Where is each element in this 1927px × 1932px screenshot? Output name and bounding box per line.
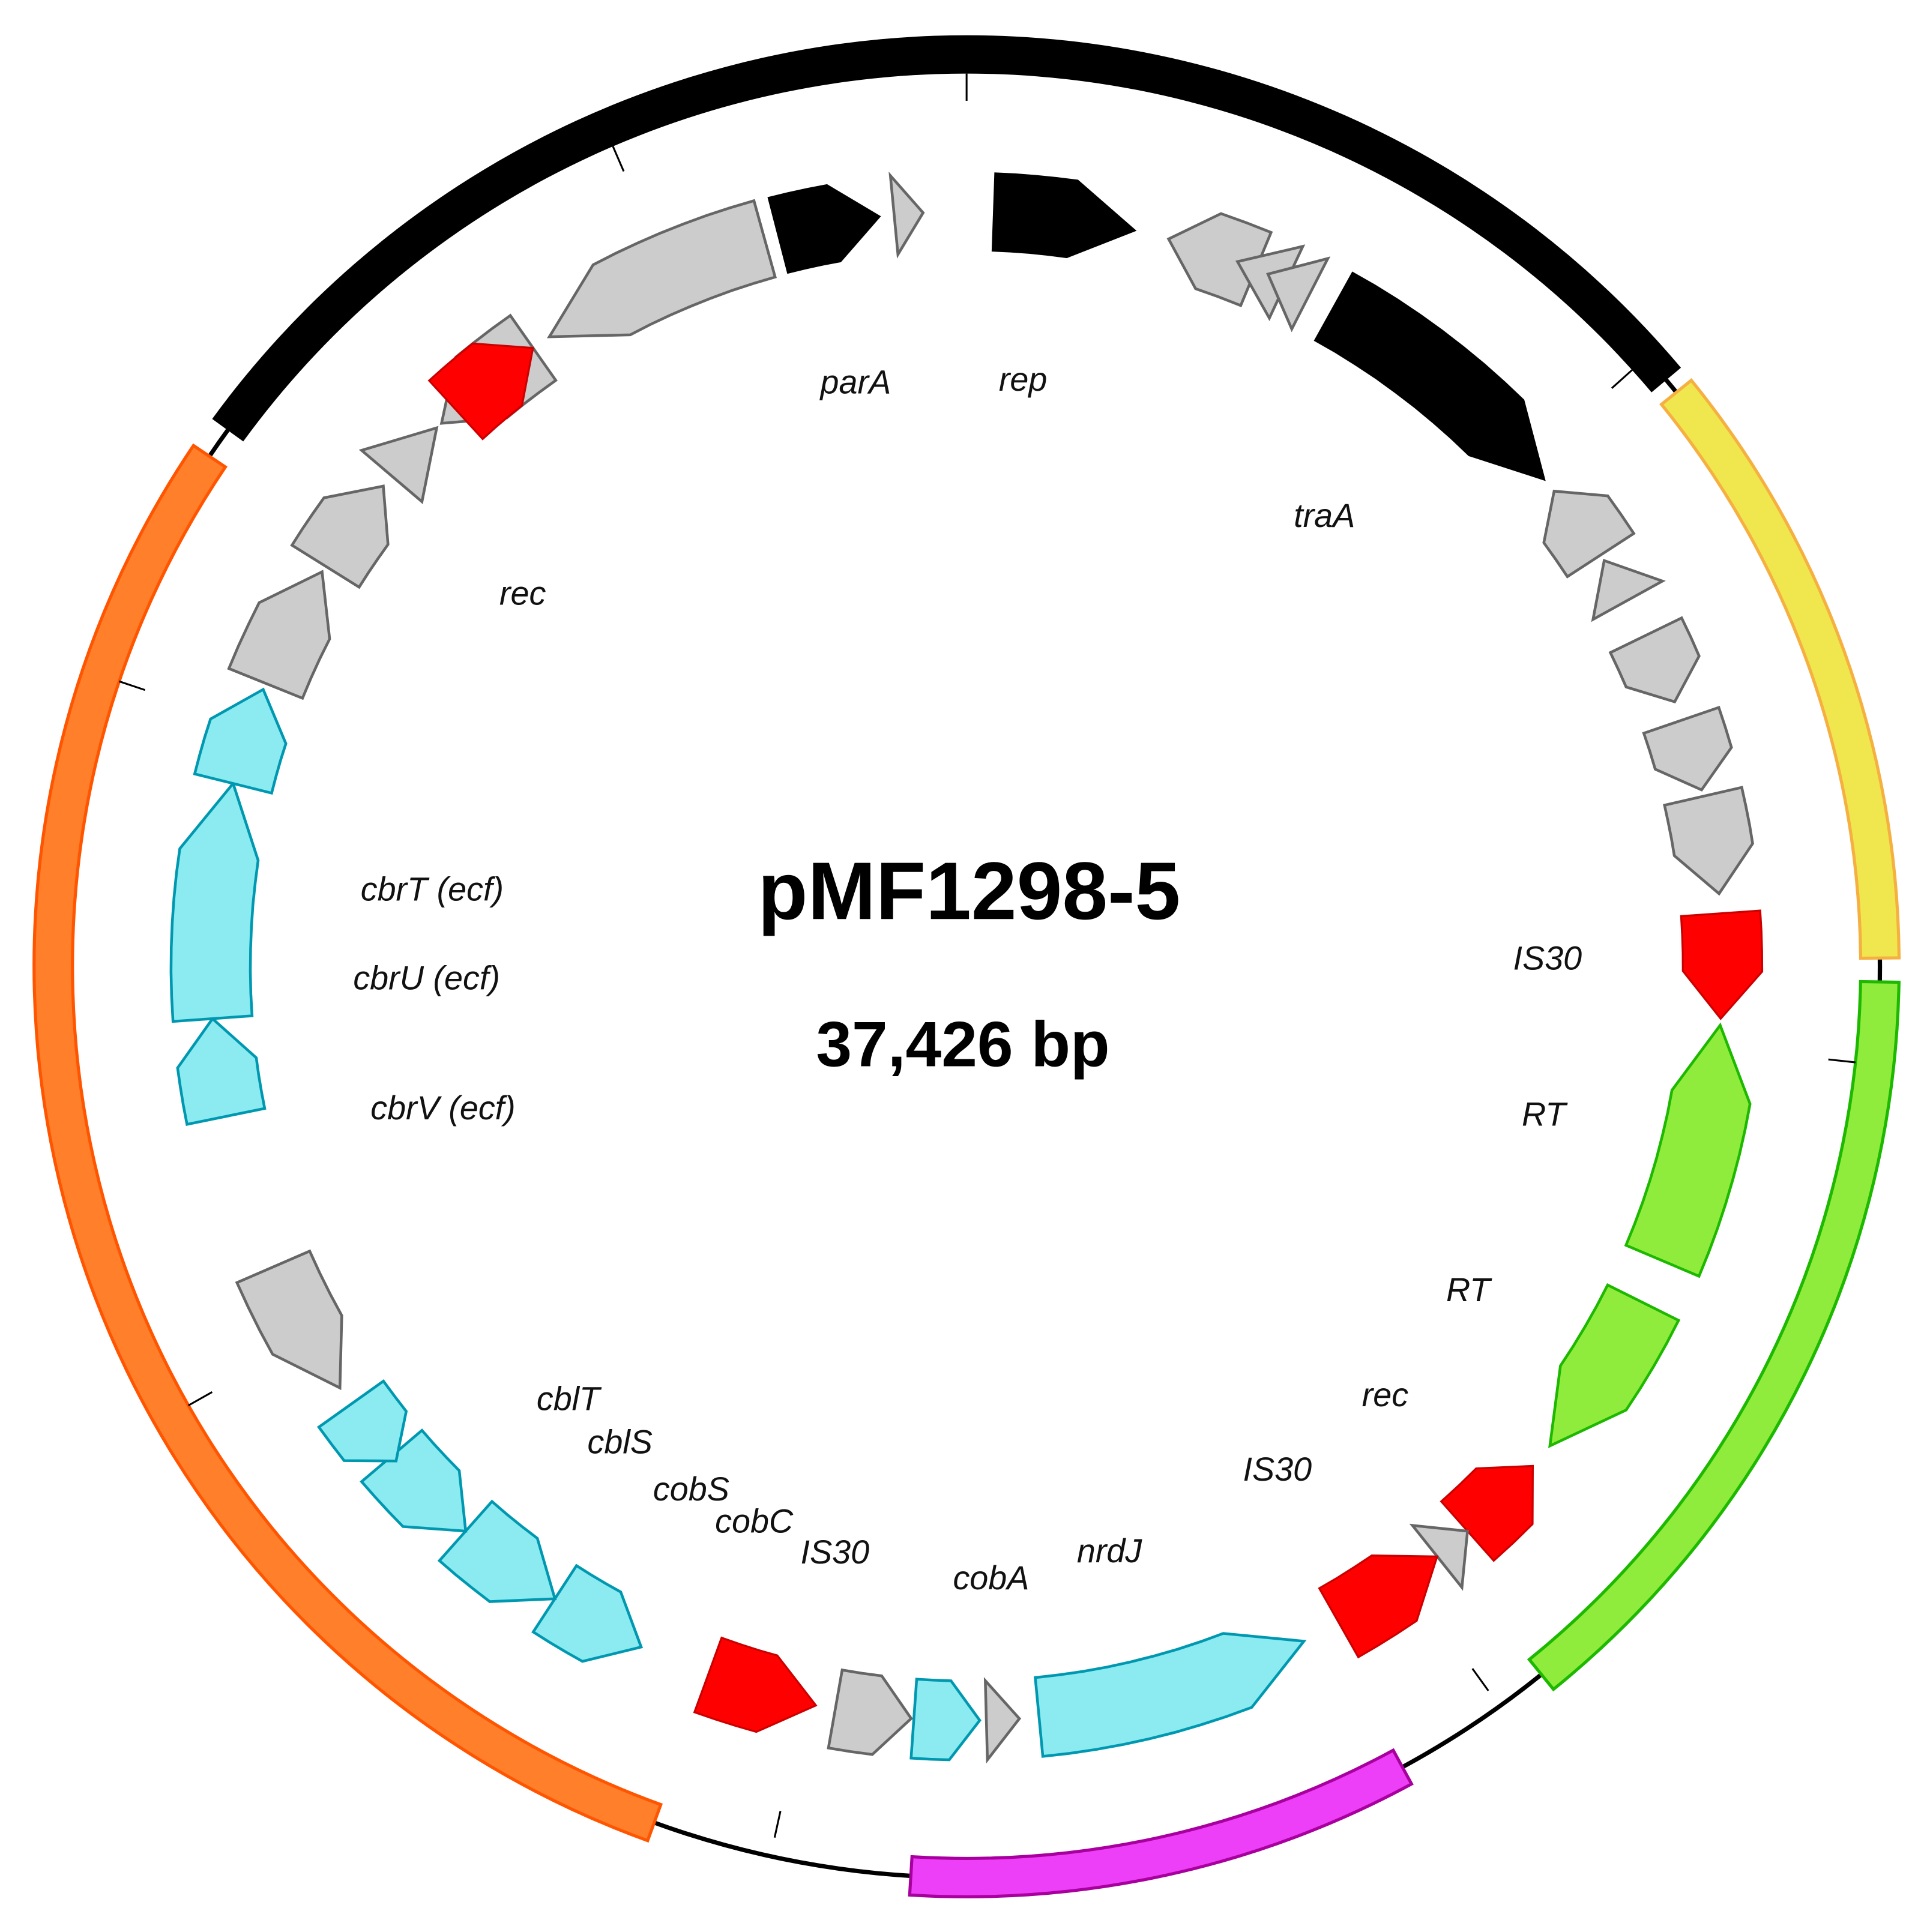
magenta-region — [908, 1748, 1414, 1898]
plasmid-size: 37,426 bp — [816, 1008, 1109, 1080]
gene-label: traA — [1294, 497, 1355, 534]
gene-rt-arrow — [1624, 1022, 1752, 1278]
gene-cblt-arrow — [316, 1379, 408, 1463]
gene-nrdj-arrow — [1034, 1632, 1307, 1758]
yellow-region — [1659, 378, 1901, 960]
gene-hypothetical-arrow — [547, 199, 777, 339]
gene-cbls-arrow — [360, 1428, 468, 1533]
gene-label: parA — [819, 363, 891, 400]
gene-label: IS30 — [1513, 940, 1582, 977]
gene-hypothetical-arrow — [235, 1249, 343, 1391]
gene-hypothetical-arrow — [827, 1668, 913, 1756]
scale-tick — [612, 146, 625, 172]
outer-ring-segments — [32, 35, 1901, 1898]
gene-label: IS30 — [801, 1533, 870, 1571]
gene-label: cobS — [653, 1470, 729, 1508]
gene-hypothetical-arrow — [888, 171, 925, 259]
gene-hypothetical-arrow — [1608, 616, 1701, 704]
gene-label: cbrU (ecf) — [353, 960, 500, 997]
gene-is30-arrow — [1318, 1554, 1439, 1659]
gene-label: rep — [999, 361, 1048, 398]
black-region — [212, 35, 1681, 442]
gene-label: cblT — [537, 1380, 602, 1417]
gene-cbrv-ecf-arrow — [176, 1016, 267, 1126]
scale-tick — [773, 1811, 782, 1838]
gene-cbrt-ecf-arrow — [193, 687, 288, 795]
scale-tick — [1611, 369, 1633, 389]
gene-is30-arrow — [693, 1636, 818, 1733]
gene-label: rec — [1362, 1376, 1409, 1413]
gene-hypothetical-arrow — [983, 1677, 1022, 1764]
gene-hypothetical-arrow — [1166, 212, 1273, 307]
gene-cbru-ecf-arrow — [169, 780, 260, 1023]
scale-ticks — [119, 73, 1856, 1838]
gene-is30-arrow — [1680, 909, 1764, 1020]
gene-label: RT — [1446, 1271, 1492, 1308]
gene-label: cobA — [953, 1559, 1029, 1596]
gene-cobc-arrow — [531, 1563, 644, 1663]
gene-para-arrow — [767, 184, 881, 274]
gene-rep-arrow — [991, 172, 1137, 259]
plasmid-name: pMF1298-5 — [758, 845, 1180, 936]
gene-hypothetical-arrow — [1591, 558, 1666, 622]
gene-label: cbrT (ecf) — [361, 870, 504, 907]
gene-label: rec — [499, 575, 546, 612]
gene-rec-arrow — [1440, 1464, 1534, 1562]
gene-coba-arrow — [909, 1678, 982, 1762]
scale-tick — [188, 1391, 213, 1407]
scale-tick — [119, 680, 146, 691]
gene-label: cblS — [587, 1424, 652, 1461]
gene-hypothetical-arrow — [358, 426, 439, 505]
gene-hypothetical-arrow — [1266, 256, 1331, 333]
gene-label: cbrV (ecf) — [370, 1089, 515, 1127]
gene-arrows — [169, 171, 1764, 1764]
gene-cobs-arrow — [437, 1499, 557, 1603]
gene-hypothetical-arrow — [1642, 705, 1733, 792]
scale-tick — [1471, 1668, 1489, 1691]
gene-hypothetical-arrow — [227, 570, 331, 700]
gene-traa-arrow — [1313, 271, 1546, 481]
gene-label: cobC — [715, 1502, 794, 1539]
gene-rec-arrow — [427, 342, 534, 441]
green-region — [1527, 980, 1901, 1692]
gene-rt-arrow — [1548, 1283, 1681, 1448]
gene-hypothetical-arrow — [1663, 786, 1754, 896]
gene-hypothetical-arrow — [290, 484, 390, 589]
scale-tick — [1828, 1058, 1856, 1064]
orange-region — [32, 443, 663, 1843]
gene-label: RT — [1522, 1095, 1568, 1133]
gene-hypothetical-arrow — [1542, 489, 1636, 579]
gene-label: IS30 — [1243, 1451, 1312, 1488]
gene-label: nrdJ — [1077, 1532, 1143, 1569]
